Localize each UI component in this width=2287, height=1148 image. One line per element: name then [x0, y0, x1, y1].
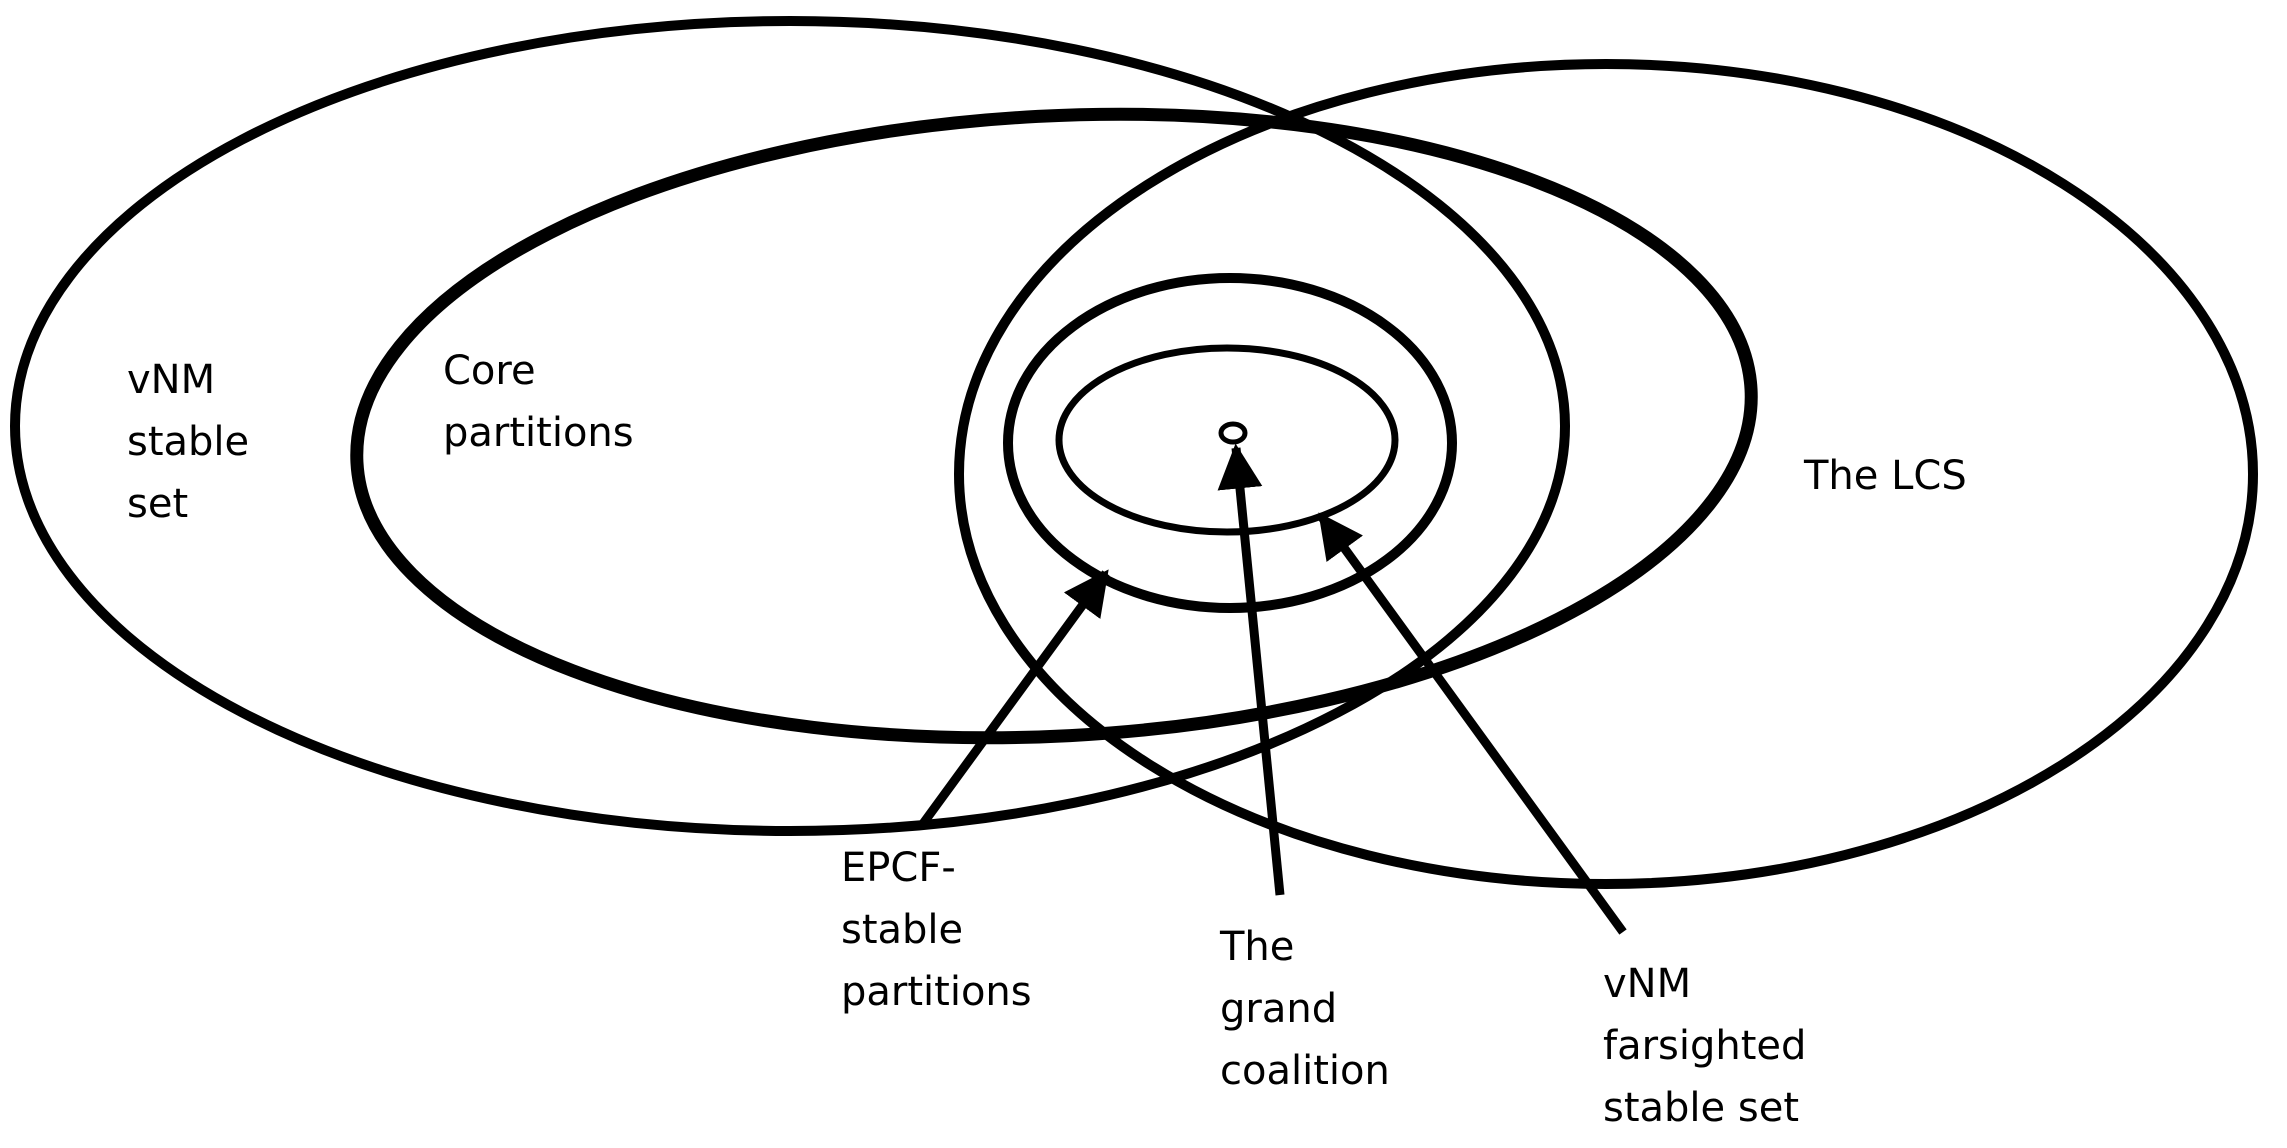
grand-coalition-arrow [1217, 443, 1285, 896]
grand-coalition-label: The grand coalition [1220, 924, 1390, 1094]
vnm-farsighted-stable-set-label: vNM farsighted stable set [1603, 961, 1807, 1131]
lcs-label: The LCS [1804, 453, 1967, 499]
vnm-farsighted-stable-set-ellipse [1055, 344, 1399, 536]
epcf-arrow [918, 569, 1110, 828]
lcs-ellipse [954, 59, 2258, 889]
vnm-stable-set-label: vNM stable set [127, 357, 250, 527]
core-partitions-ellipse [350, 107, 1758, 745]
grand-coalition-point [1218, 421, 1248, 445]
vnm-stable-set-ellipse [10, 16, 1570, 836]
vnm-farsighted-arrow [1317, 512, 1627, 935]
epcf-stable-partitions-label: EPCF- stable partitions [841, 845, 1032, 1015]
epcf-stable-partitions-ellipse [1003, 273, 1457, 613]
core-partitions-label: Core partitions [443, 348, 634, 456]
